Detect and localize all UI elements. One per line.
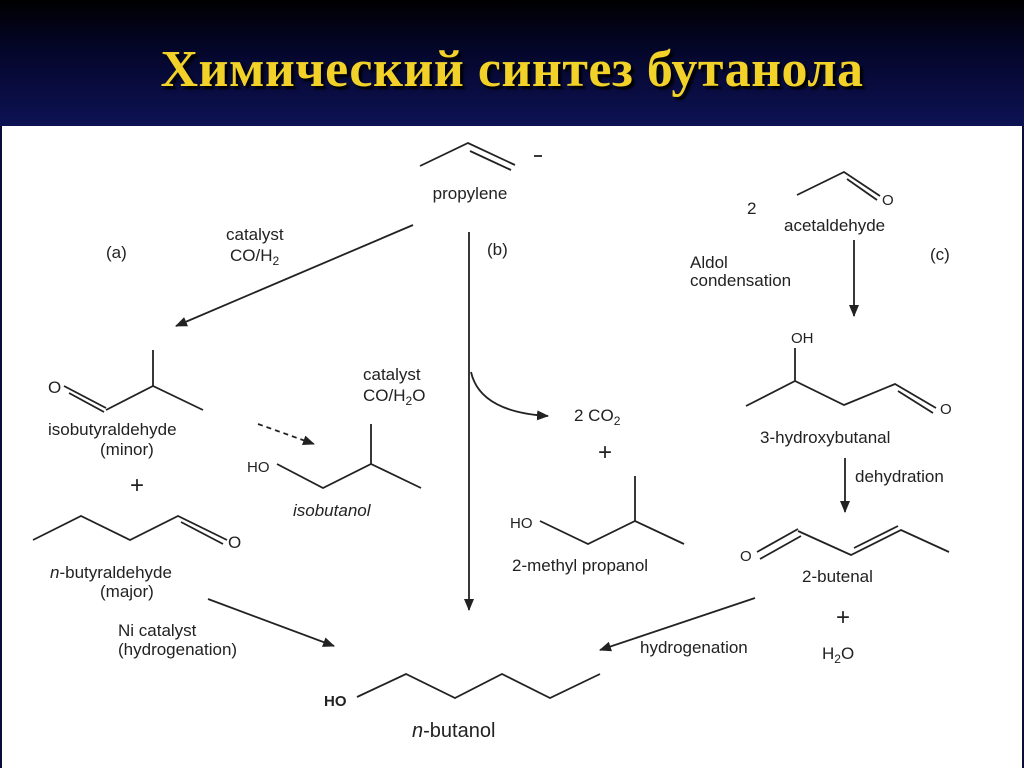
diagram-panel: propylene (a) (b) (c) catalyst CO/H2 O i…	[2, 126, 1022, 768]
isobutyraldehyde-label: isobutyraldehyde	[48, 420, 177, 439]
acetaldehyde-label: acetaldehyde	[784, 216, 885, 235]
n-butanol-structure	[356, 672, 601, 700]
butenal-oxygen: O	[740, 548, 752, 565]
n-butyraldehyde-label: n-butyraldehyde	[50, 563, 172, 582]
aldol-label-1: Aldol	[690, 253, 728, 272]
arrow-from-butyraldehyde	[207, 598, 335, 647]
catalyst-a-label: catalyst	[226, 225, 284, 244]
methyl-propanol-structure	[539, 476, 685, 545]
co2-branch-arrow	[470, 371, 549, 421]
catalyst-a-gas: CO/H2	[230, 246, 280, 268]
reaction-scheme: propylene (a) (b) (c) catalyst CO/H2 O i…	[32, 142, 952, 742]
propylene-structure	[419, 142, 542, 171]
route-c-label: (c)	[930, 245, 950, 264]
hydrogenation-label: hydrogenation	[640, 638, 748, 657]
co2-label: 2 CO2	[574, 406, 621, 428]
catalyst-b-gas: CO/H2O	[363, 386, 425, 408]
route-b-label: (b)	[487, 240, 508, 259]
dashed-arrow-to-isobutanol	[257, 423, 315, 446]
butenal-label: 2-butenal	[802, 567, 873, 586]
hydrogenation-arrow	[599, 597, 756, 652]
hydroxybutanal-oh: OH	[791, 330, 814, 347]
n-butanol-label: n-butanol	[412, 720, 495, 742]
isobutanol-structure	[276, 424, 422, 490]
n-butyraldehyde-structure	[32, 514, 228, 545]
water-label: H2O	[822, 644, 854, 666]
major-label: (major)	[100, 582, 154, 601]
hydroxybutanal-structure	[745, 348, 937, 414]
isobutanol-label: isobutanol	[293, 501, 372, 520]
hydrogenation-paren-label: (hydrogenation)	[118, 640, 237, 659]
isobutanol-ho: HO	[247, 459, 270, 476]
hydroxybutanal-oxygen: O	[940, 401, 952, 418]
ni-catalyst-label: Ni catalyst	[118, 621, 197, 640]
isobutyraldehyde-structure	[63, 350, 204, 413]
aldol-label-2: condensation	[690, 271, 791, 290]
slide-header: Химический синтез бутанола	[0, 0, 1024, 126]
isobutyraldehyde-oxygen: O	[48, 378, 61, 397]
plus-sign-3: +	[836, 604, 850, 631]
methyl-propanol-ho: HO	[510, 515, 533, 532]
catalyst-b-label: catalyst	[363, 365, 421, 384]
route-a-label: (a)	[106, 243, 127, 262]
plus-sign-1: +	[130, 472, 144, 499]
methyl-propanol-label: 2-methyl propanol	[512, 556, 648, 575]
acetaldehyde-oxygen: O	[882, 192, 894, 209]
acetaldehyde-coefficient: 2	[747, 199, 756, 218]
acetaldehyde-structure	[796, 170, 881, 201]
butenal-structure	[756, 525, 950, 560]
propylene-label: propylene	[433, 184, 508, 203]
arrow-to-aldehydes	[175, 224, 414, 327]
n-butyraldehyde-oxygen: O	[228, 533, 241, 552]
plus-sign-2: +	[598, 439, 612, 466]
minor-label: (minor)	[100, 440, 154, 459]
slide-title: Химический синтез бутанола	[160, 41, 864, 98]
hydroxybutanal-label: 3-hydroxybutanal	[760, 428, 890, 447]
n-butanol-ho: HO	[324, 693, 347, 710]
dehydration-label: dehydration	[855, 467, 944, 486]
